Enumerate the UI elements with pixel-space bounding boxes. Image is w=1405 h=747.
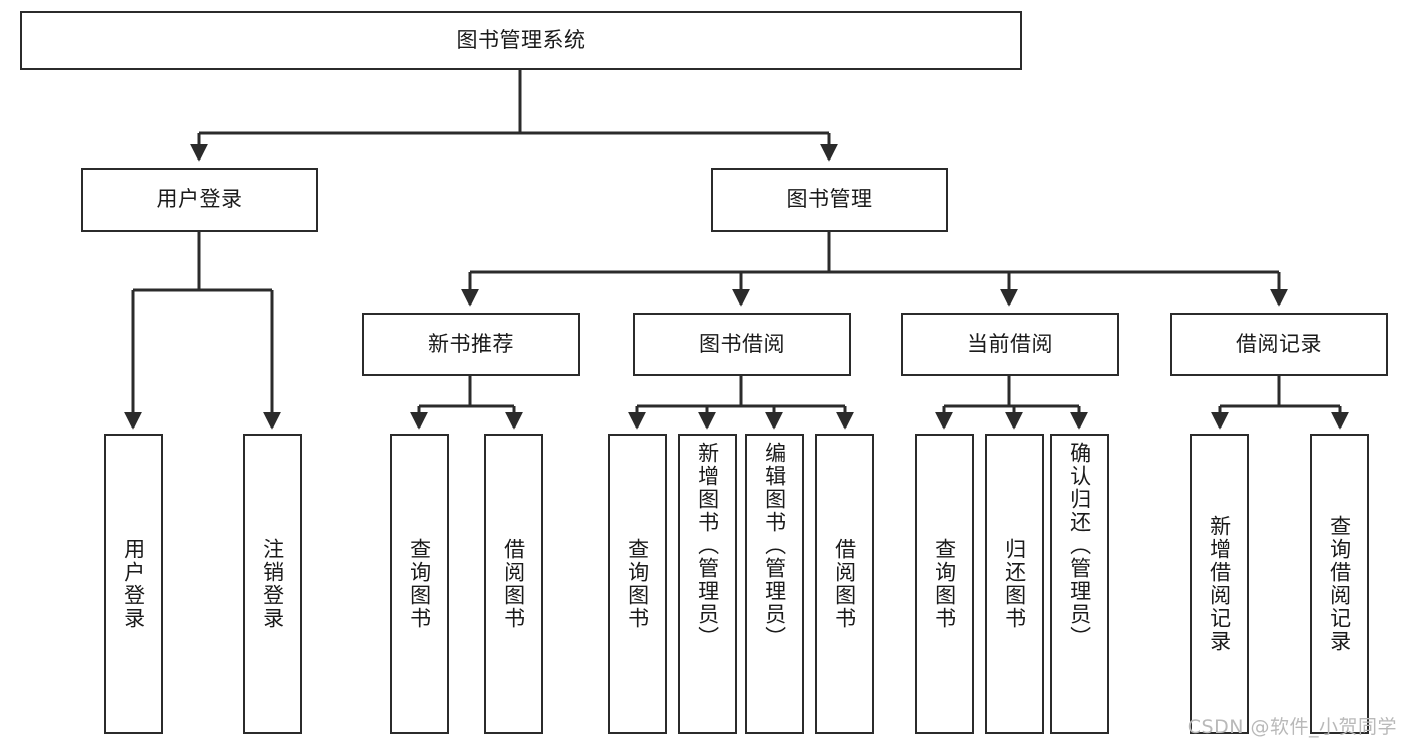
leaf-current-borrow-return-label: 归还图书 xyxy=(1002,538,1027,630)
leaf-new-book-borrow[interactable]: 借阅图书 xyxy=(484,434,543,734)
node-root[interactable]: 图书管理系统 xyxy=(20,11,1022,70)
leaf-user-login-logout[interactable]: 注销登录 xyxy=(243,434,302,734)
leaf-user-login-login[interactable]: 用户登录 xyxy=(104,434,163,734)
node-book-borrow-label: 图书借阅 xyxy=(699,331,785,356)
leaf-user-login-login-label: 用户登录 xyxy=(121,538,146,630)
node-new-book-recommend-label: 新书推荐 xyxy=(428,331,514,356)
leaf-record-add[interactable]: 新增借阅记录 xyxy=(1190,434,1249,734)
node-user-login[interactable]: 用户登录 xyxy=(81,168,318,232)
leaf-new-book-query-label: 查询图书 xyxy=(407,538,432,630)
watermark: CSDN @软件_小贺同学 xyxy=(1187,716,1397,738)
leaf-book-borrow-add[interactable]: 新增图书（管理员） xyxy=(678,434,737,734)
leaf-current-borrow-confirm-label: 确认归还（管理员） xyxy=(1067,442,1092,649)
node-current-borrow-label: 当前借阅 xyxy=(967,331,1053,356)
node-book-management-label: 图书管理 xyxy=(786,187,873,212)
leaf-user-login-logout-label: 注销登录 xyxy=(260,538,285,630)
leaf-book-borrow-borrow-label: 借阅图书 xyxy=(832,538,857,630)
leaf-record-query-label: 查询借阅记录 xyxy=(1327,515,1352,653)
leaf-new-book-query[interactable]: 查询图书 xyxy=(390,434,449,734)
leaf-record-query[interactable]: 查询借阅记录 xyxy=(1310,434,1369,734)
node-current-borrow[interactable]: 当前借阅 xyxy=(901,313,1119,376)
leaf-current-borrow-confirm[interactable]: 确认归还（管理员） xyxy=(1050,434,1109,734)
node-root-label: 图书管理系统 xyxy=(456,27,586,52)
leaf-current-borrow-query[interactable]: 查询图书 xyxy=(915,434,974,734)
leaf-current-borrow-query-label: 查询图书 xyxy=(932,538,957,630)
node-borrow-record[interactable]: 借阅记录 xyxy=(1170,313,1388,376)
leaf-current-borrow-return[interactable]: 归还图书 xyxy=(985,434,1044,734)
leaf-book-borrow-query[interactable]: 查询图书 xyxy=(608,434,667,734)
node-borrow-record-label: 借阅记录 xyxy=(1236,331,1322,356)
leaf-book-borrow-add-label: 新增图书（管理员） xyxy=(695,442,720,649)
leaf-book-borrow-borrow[interactable]: 借阅图书 xyxy=(815,434,874,734)
node-new-book-recommend[interactable]: 新书推荐 xyxy=(362,313,580,376)
node-book-borrow[interactable]: 图书借阅 xyxy=(633,313,851,376)
leaf-book-borrow-edit-label: 编辑图书（管理员） xyxy=(762,442,787,649)
leaf-book-borrow-query-label: 查询图书 xyxy=(625,538,650,630)
leaf-new-book-borrow-label: 借阅图书 xyxy=(501,538,526,630)
leaf-record-add-label: 新增借阅记录 xyxy=(1207,515,1232,653)
node-user-login-label: 用户登录 xyxy=(156,187,243,212)
leaf-book-borrow-edit[interactable]: 编辑图书（管理员） xyxy=(745,434,804,734)
node-book-management[interactable]: 图书管理 xyxy=(711,168,948,232)
